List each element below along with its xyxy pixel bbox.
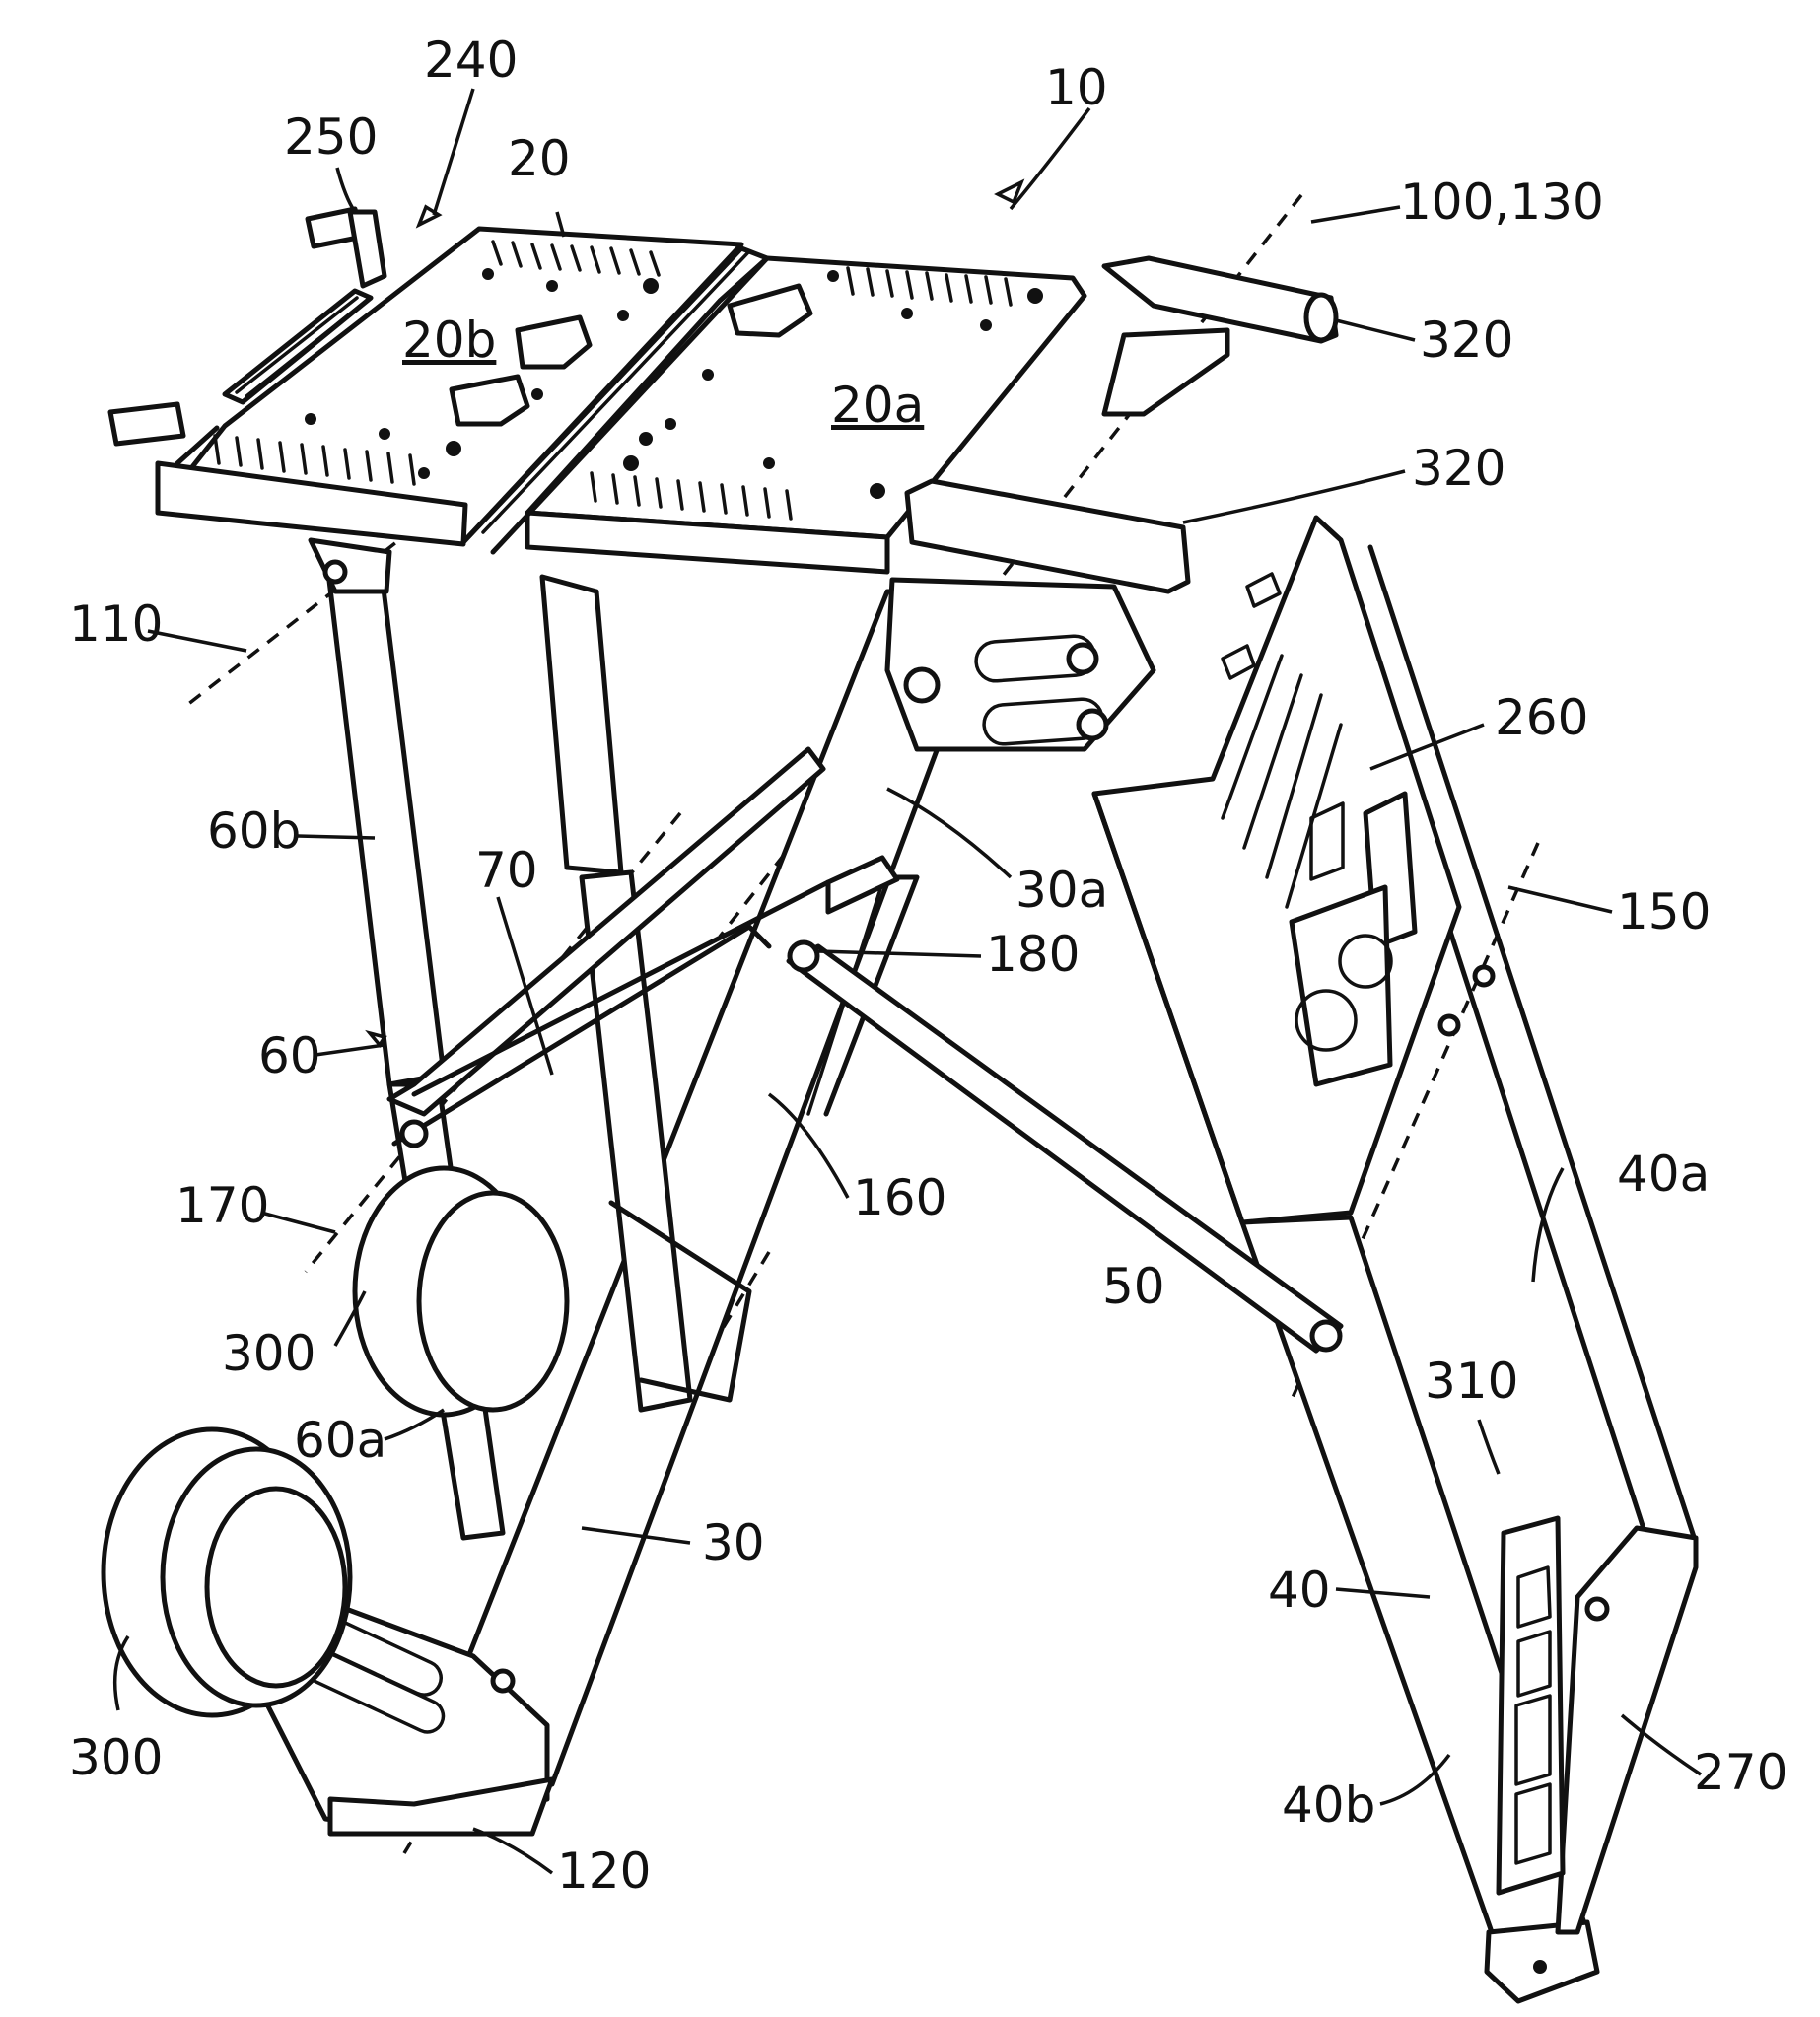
- label-250: 250: [284, 108, 378, 166]
- label-40: 40: [1268, 1562, 1331, 1619]
- label-50: 50: [1102, 1258, 1165, 1315]
- label-100-130: 100,130: [1400, 174, 1604, 231]
- label-70: 70: [475, 842, 538, 899]
- label-160: 160: [853, 1169, 946, 1226]
- label-270: 270: [1694, 1744, 1787, 1801]
- label-120: 120: [557, 1843, 651, 1900]
- label-300-mid: 300: [222, 1325, 315, 1382]
- label-60b: 60b: [207, 802, 301, 860]
- label-40a: 40a: [1617, 1146, 1710, 1203]
- power-housing-260: [1094, 518, 1459, 1222]
- label-20: 20: [508, 130, 571, 187]
- label-30a: 30a: [1015, 862, 1108, 919]
- label-30: 30: [702, 1514, 765, 1571]
- label-110: 110: [69, 595, 163, 653]
- label-20a: 20a: [831, 377, 924, 434]
- label-20b: 20b: [402, 312, 496, 369]
- label-240: 240: [424, 32, 518, 89]
- label-60a: 60a: [294, 1412, 386, 1469]
- label-310: 310: [1425, 1353, 1518, 1410]
- label-320-mid: 320: [1412, 440, 1505, 497]
- label-40b: 40b: [1282, 1776, 1375, 1834]
- label-60: 60: [258, 1027, 321, 1084]
- label-170: 170: [175, 1177, 269, 1234]
- label-260: 260: [1495, 689, 1588, 746]
- label-150: 150: [1617, 883, 1711, 940]
- label-320-top: 320: [1420, 312, 1513, 369]
- label-180: 180: [986, 926, 1080, 983]
- front-leg-30: [205, 580, 1154, 1834]
- label-10: 10: [1045, 59, 1108, 116]
- label-300-low: 300: [69, 1729, 163, 1786]
